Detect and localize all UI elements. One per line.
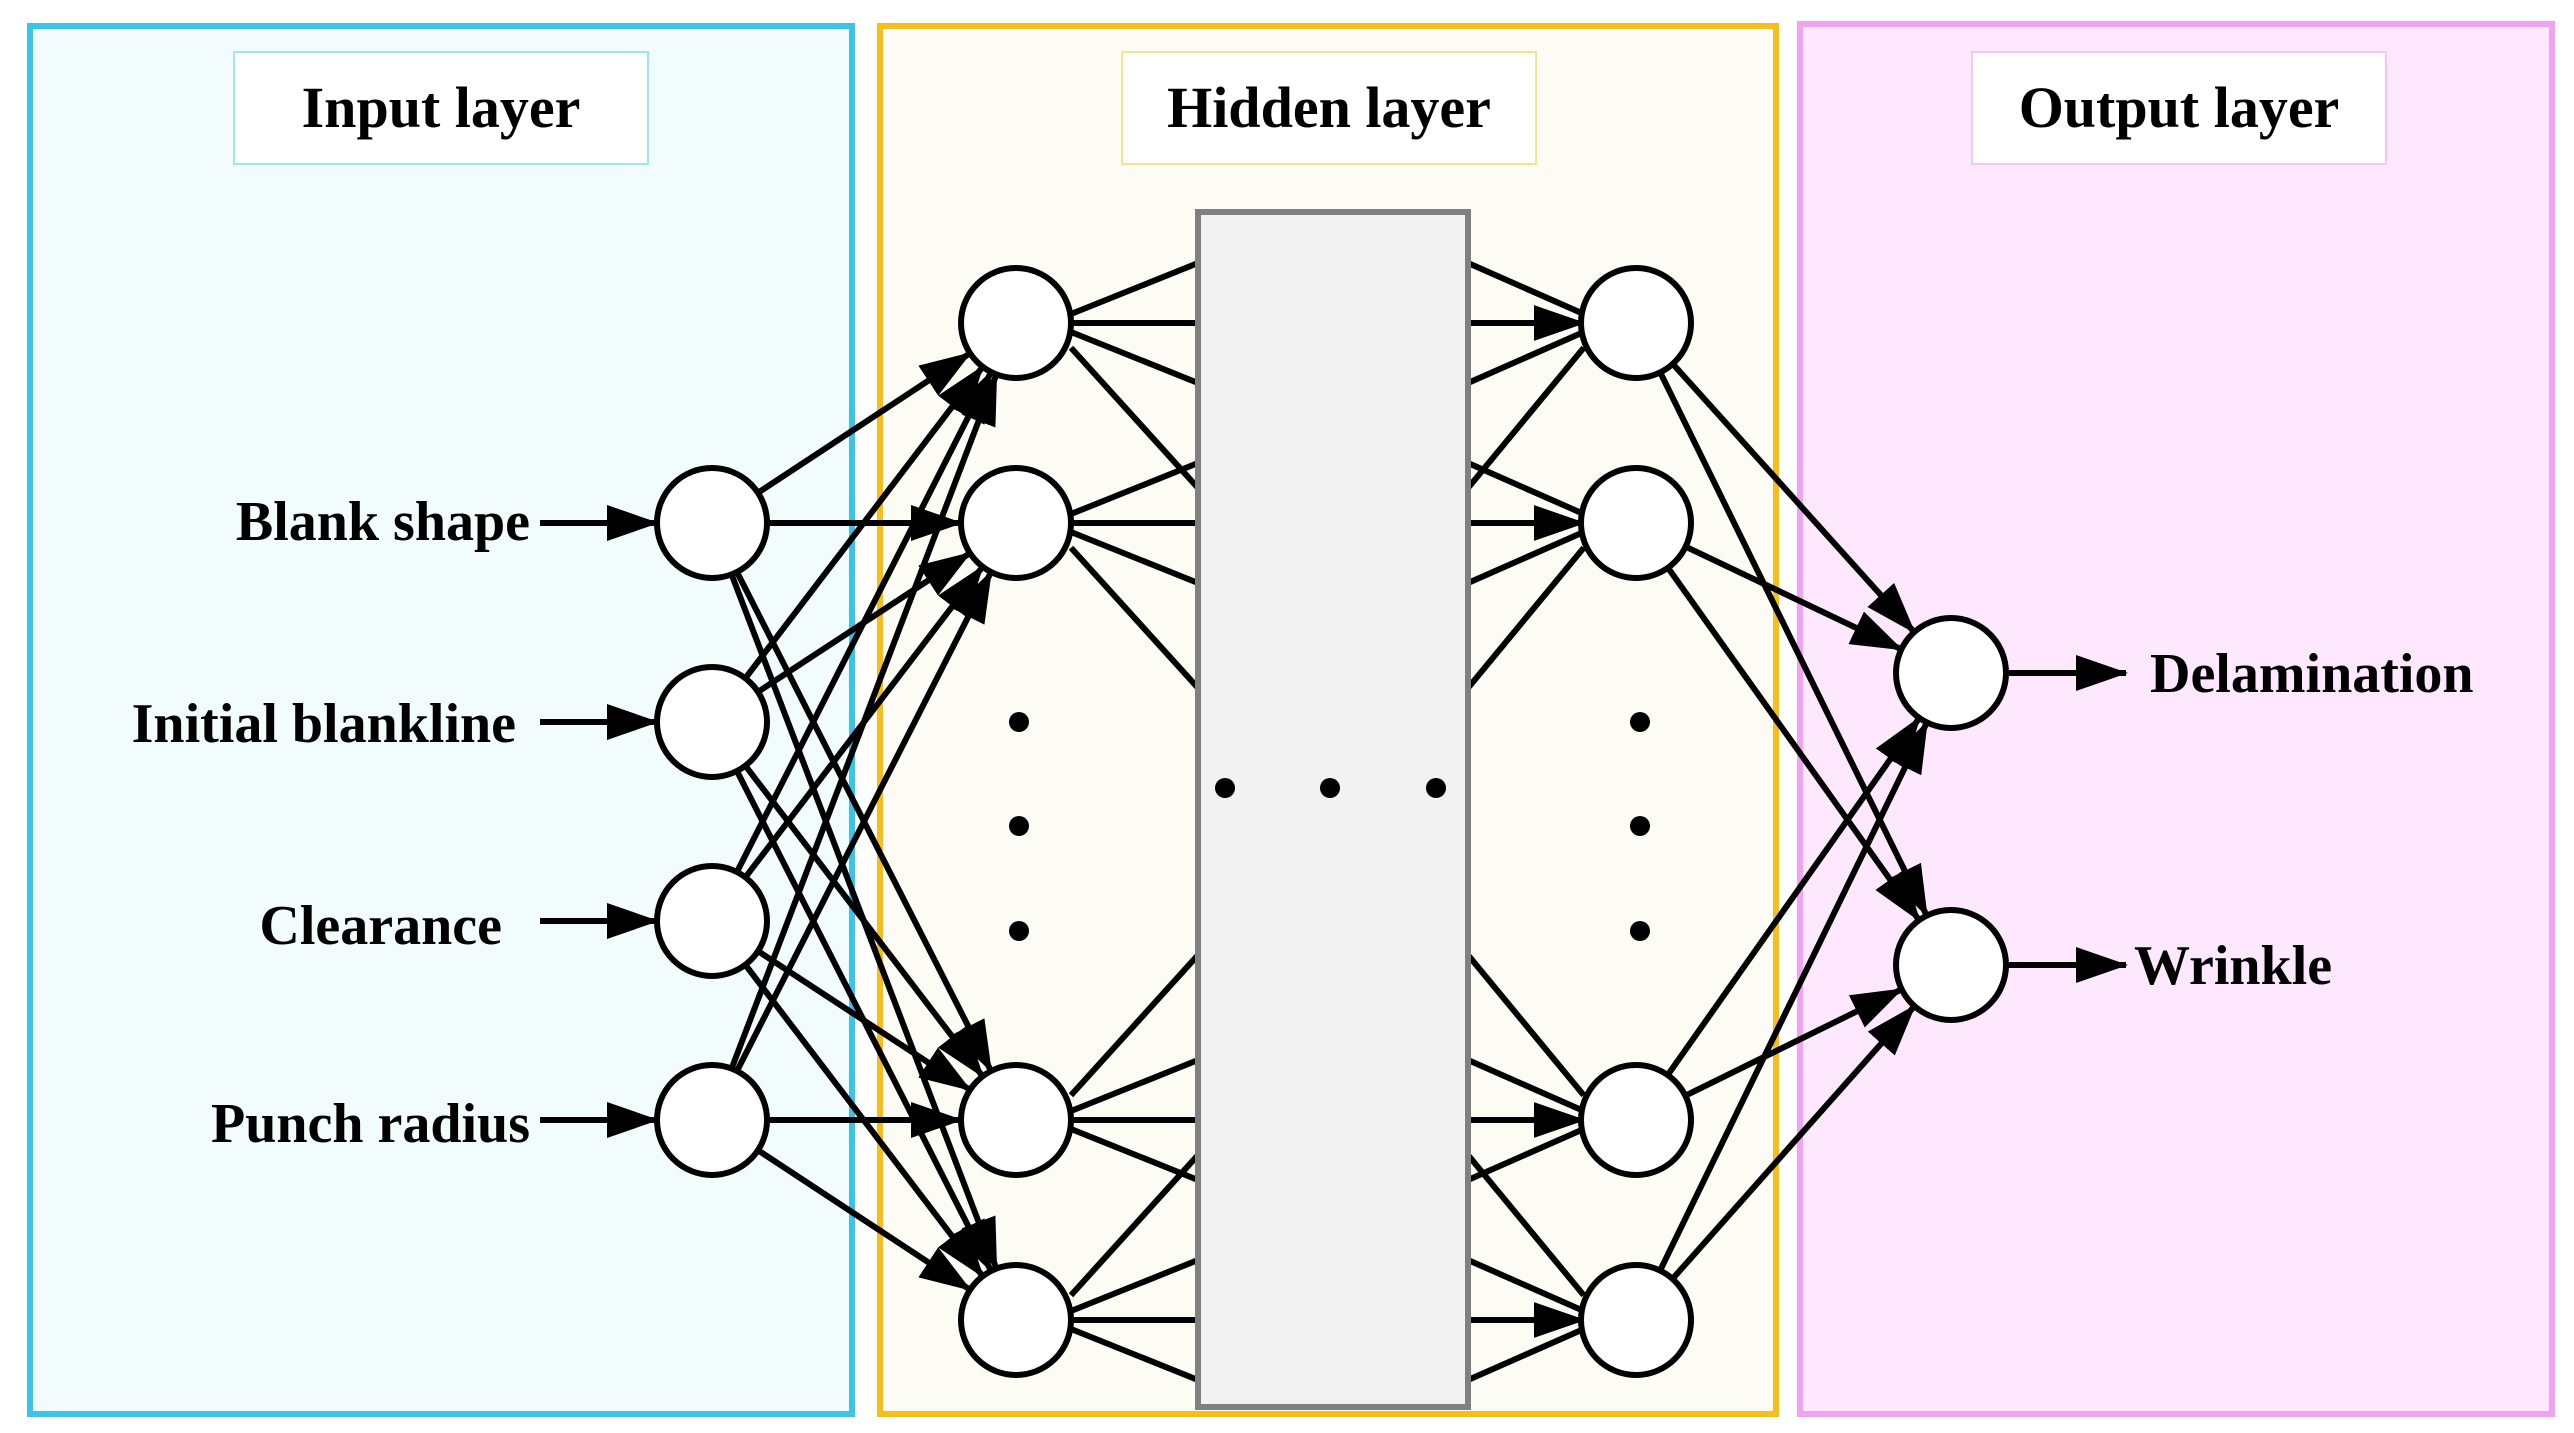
connection-line (1069, 260, 1200, 317)
input-layer-title-box (233, 51, 649, 165)
connection-line (756, 948, 972, 1093)
hidden-right-node-1 (1578, 265, 1694, 381)
connection-line (1069, 1126, 1200, 1183)
connection-line (756, 1147, 972, 1293)
connection-line (1466, 1057, 1585, 1114)
connections (540, 260, 2128, 1383)
hidden-left-node-1 (958, 265, 1074, 381)
input-label-initial-blankline: Initial blankline (132, 693, 516, 755)
connection-line (1465, 545, 1587, 690)
nodes (654, 265, 2009, 1378)
connection-line (1068, 545, 1201, 691)
connection-line (1069, 1257, 1200, 1314)
connection-line (1466, 529, 1585, 586)
connection-line (1069, 1057, 1200, 1114)
output-label-delamination: Delamination (2150, 643, 2474, 705)
connection-line (734, 570, 994, 1073)
ellipsis-dots (1009, 712, 1650, 941)
output-layer-panel: Output layer (1797, 21, 2555, 1417)
connection-line (1665, 566, 1922, 922)
connection-line (1069, 1326, 1200, 1383)
output-label-wrinkle: Wrinkle (2134, 935, 2332, 997)
vertical-ellipsis-dot-right (1630, 921, 1650, 941)
hidden-right-node-3 (1578, 1062, 1694, 1178)
input-layer-title: Input layer (302, 75, 581, 140)
connection-line (1465, 953, 1587, 1098)
input-label-clearance: Clearance (259, 895, 502, 957)
connection-line (1684, 986, 1904, 1099)
connection-line (1670, 1004, 1917, 1281)
horizontal-ellipsis-dot (1215, 778, 1235, 798)
connection-line (1069, 460, 1200, 517)
hidden-stack-box (1195, 209, 1471, 1410)
input-node-1 (654, 465, 770, 581)
connection-line (742, 364, 986, 681)
vertical-ellipsis-dot-left (1009, 816, 1029, 836)
hidden-layer-title-box (1121, 51, 1537, 165)
connection-line (1068, 345, 1201, 491)
connection-line (734, 370, 994, 874)
connection-line (1068, 1152, 1201, 1298)
horizontal-ellipsis-dot (1320, 778, 1340, 798)
vertical-ellipsis-dot-left (1009, 921, 1029, 941)
output-layer-title: Output layer (2019, 75, 2340, 140)
connection-line (1684, 543, 1904, 653)
connection-line (1665, 716, 1922, 1077)
connection-line (728, 372, 1000, 1070)
vertical-ellipsis-dot-left (1009, 712, 1029, 732)
connection-line (1466, 1257, 1585, 1314)
connection-line (1069, 329, 1200, 386)
output-layer-title-box (1971, 51, 2387, 165)
input-node-2 (654, 664, 770, 780)
input-node-3 (654, 863, 770, 979)
connection-line (756, 350, 972, 496)
input-label-blank-shape: Blank shape (236, 491, 530, 553)
hidden-right-node-2 (1578, 465, 1694, 581)
connection-line (1465, 345, 1587, 490)
hidden-left-node-2 (958, 465, 1074, 581)
connection-line (1657, 720, 1930, 1272)
hidden-right-node-4 (1578, 1262, 1694, 1378)
connection-line (743, 763, 985, 1079)
vertical-ellipsis-dot-right (1630, 816, 1650, 836)
output-node-2 (1893, 907, 2009, 1023)
horizontal-ellipsis-dot (1426, 778, 1446, 798)
connection-line (1670, 361, 1917, 635)
connection-line (1069, 529, 1200, 586)
hidden-left-node-4 (958, 1262, 1074, 1378)
hidden-left-node-3 (958, 1062, 1074, 1178)
connection-line (1657, 371, 1930, 918)
connection-line (1068, 952, 1201, 1098)
vertical-ellipsis-dot-right (1630, 712, 1650, 732)
input-label-punch-radius: Punch radius (211, 1093, 530, 1155)
output-node-1 (1893, 615, 2009, 731)
hidden-layer-title: Hidden layer (1167, 75, 1491, 140)
connection-line (1465, 1153, 1587, 1298)
connection-line (1466, 329, 1585, 386)
input-node-4 (654, 1062, 770, 1178)
